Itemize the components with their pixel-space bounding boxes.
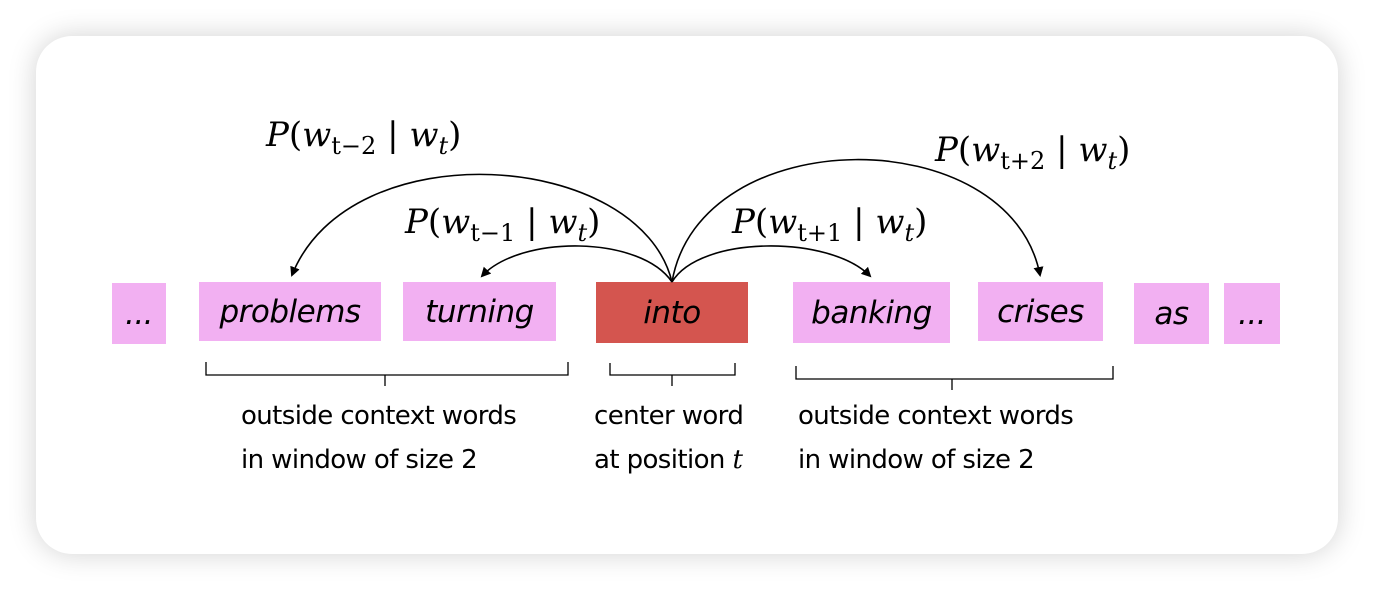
caption-center-line2: at position t [594,445,743,475]
word-as: as [1134,283,1209,344]
bracket-left [205,362,569,386]
caption-left: outside context words in window of size … [241,394,517,482]
word-text: ... [124,295,154,332]
arc-t-minus-2 [290,173,673,283]
label-p-t-minus-1: P(wt−1 | wt) [405,202,601,247]
word-text: ... [1237,295,1267,332]
word-text: as [1154,295,1189,332]
caption-left-line1: outside context words [241,401,517,431]
caption-left-line2: in window of size 2 [241,445,478,475]
arc-t-plus-1 [671,245,872,283]
word-into-center: into [596,282,748,343]
label-p-t-plus-1: P(wt+1 | wt) [732,202,928,247]
caption-right: outside context words in window of size … [798,394,1074,482]
label-p-t-minus-2: P(wt−2 | wt) [266,115,462,160]
bracket-center [609,363,736,386]
word-text: banking [811,294,932,331]
arc-t-minus-1 [480,245,673,283]
word-turning: turning [403,282,556,341]
bracket-right [795,366,1114,390]
caption-center-line1: center word [594,401,744,431]
word-crises: crises [978,282,1103,341]
word-text: into [643,294,701,331]
word-ellipsis-left: ... [112,283,166,344]
caption-center: center word at position t [594,394,744,482]
word-text: turning [425,293,534,330]
word-text: crises [997,293,1084,330]
word-text: problems [219,293,361,330]
arc-t-plus-2 [671,158,1044,283]
caption-right-line1: outside context words [798,401,1074,431]
label-p-t-plus-2: P(wt+2 | wt) [935,130,1131,175]
word-banking: banking [793,282,950,343]
word-ellipsis-right: ... [1224,283,1280,344]
caption-right-line2: in window of size 2 [798,445,1035,475]
word-problems: problems [199,282,381,341]
